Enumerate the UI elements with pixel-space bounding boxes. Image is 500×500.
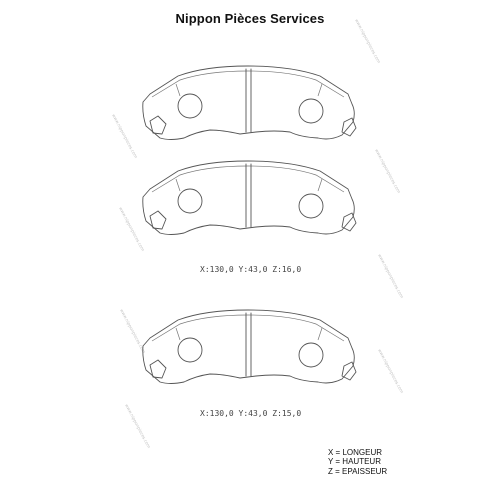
legend-z: Z = EPAISSEUR [328,466,388,476]
watermark-text: www.nipponpieces.com [118,206,146,252]
dimensions-label-middle: X:130,0 Y:43,0 Z:16,0 [200,265,301,274]
watermark-text: www.nipponpieces.com [354,18,382,64]
watermark-text: www.nipponpieces.com [377,253,405,299]
brake-pad-view-middle [142,160,357,235]
watermark-text: www.nipponpieces.com [377,348,405,394]
brake-pad-view-top [142,65,357,140]
dimension-legend: X = LONGEUR Y = HAUTEUR Z = EPAISSEUR [328,448,387,476]
watermark-right: www.nipponpieces.com www.nipponpieces.co… [354,18,405,394]
brake-pad-view-bottom [142,309,357,384]
dimensions-label-bottom: X:130,0 Y:43,0 Z:15,0 [200,409,301,418]
watermark-text: www.nipponpieces.com [111,113,139,159]
watermark-text: www.nipponpieces.com [124,403,152,449]
page-title: Nippon Pièces Services [175,11,325,26]
legend-x: X = LONGEUR [328,448,383,457]
legend-y: Y = HAUTEUR [328,457,381,467]
watermark-text: www.nipponpieces.com [374,148,402,194]
watermark-left: www.nipponpieces.com www.nipponpieces.co… [111,113,152,449]
